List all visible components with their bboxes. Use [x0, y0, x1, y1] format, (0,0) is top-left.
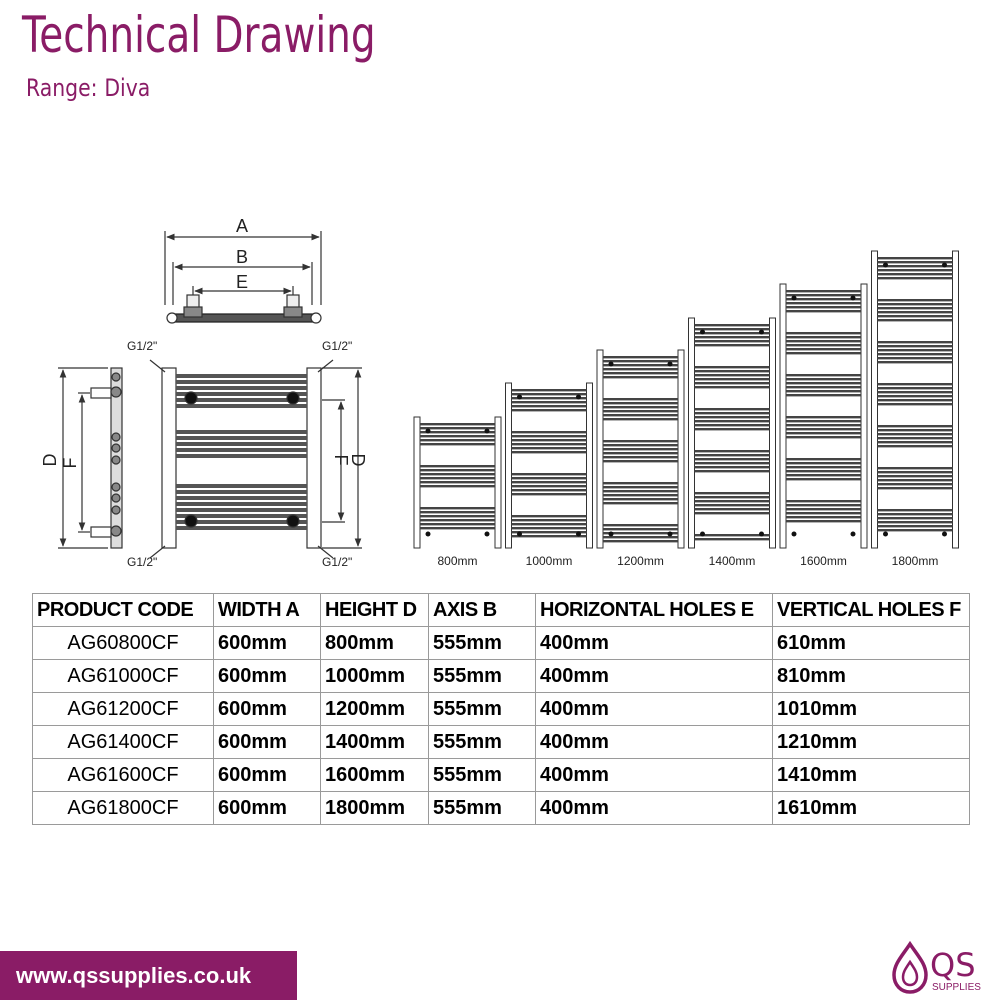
- cell-vertical-holes-f: 1010mm: [772, 692, 970, 726]
- logo-mark: QS: [930, 946, 976, 984]
- header-axis-b: AXIS B: [428, 593, 536, 627]
- technical-diagram: A B E D F: [40, 216, 959, 569]
- radiator-800mm: [413, 416, 502, 549]
- table-row: AG61200CF 600mm 1200mm 555mm 400mm 1010m…: [32, 692, 970, 726]
- top-view: [164, 231, 322, 324]
- cell-product-code: AG61800CF: [32, 791, 214, 825]
- cell-axis-b: 555mm: [428, 692, 536, 726]
- side-label-f: F: [60, 458, 80, 469]
- header-vertical-holes-f: VERTICAL HOLES F: [772, 593, 970, 627]
- front-view: [149, 359, 362, 559]
- table-row: AG61000CF 600mm 1000mm 555mm 400mm 810mm: [32, 659, 970, 693]
- cell-product-code: AG60800CF: [32, 626, 214, 660]
- cell-vertical-holes-f: 810mm: [772, 659, 970, 693]
- side-label-d: D: [40, 454, 60, 467]
- cell-width-a: 600mm: [213, 626, 321, 660]
- table-row: AG61400CF 600mm 1400mm 555mm 400mm 1210m…: [32, 725, 970, 759]
- logo-sub: SUPPLIES: [932, 982, 981, 993]
- radiator-1000mm: [505, 382, 593, 549]
- cell-height-d: 1600mm: [320, 758, 429, 792]
- qs-supplies-logo: QS SUPPLIES: [892, 940, 981, 994]
- radiator-1400mm: [688, 317, 776, 549]
- header-horizontal-holes-e: HORIZONTAL HOLES E: [535, 593, 773, 627]
- cell-horizontal-holes-e: 400mm: [535, 659, 773, 693]
- thread-label-bottom-left: G1/2": [127, 555, 157, 569]
- cell-product-code: AG61600CF: [32, 758, 214, 792]
- cell-axis-b: 555mm: [428, 758, 536, 792]
- cell-width-a: 600mm: [213, 725, 321, 759]
- side-view: [58, 367, 123, 549]
- size-label: 1200mm: [617, 554, 664, 568]
- header-width-a: WIDTH A: [213, 593, 321, 627]
- cell-height-d: 1400mm: [320, 725, 429, 759]
- cell-product-code: AG61400CF: [32, 725, 214, 759]
- table-header-row: PRODUCT CODE WIDTH A HEIGHT D AXIS B HOR…: [32, 593, 970, 627]
- radiator-1600mm: [779, 283, 868, 549]
- range-value: Diva: [104, 74, 151, 102]
- cell-vertical-holes-f: 1610mm: [772, 791, 970, 825]
- label-b: B: [236, 247, 248, 267]
- cell-vertical-holes-f: 1210mm: [772, 725, 970, 759]
- cell-horizontal-holes-e: 400mm: [535, 758, 773, 792]
- table-row: AG60800CF 600mm 800mm 555mm 400mm 610mm: [32, 626, 970, 660]
- cell-height-d: 1000mm: [320, 659, 429, 693]
- header-height-d: HEIGHT D: [320, 593, 429, 627]
- cell-width-a: 600mm: [213, 692, 321, 726]
- cell-height-d: 1800mm: [320, 791, 429, 825]
- table-row: AG61600CF 600mm 1600mm 555mm 400mm 1410m…: [32, 758, 970, 792]
- size-label: 1800mm: [892, 554, 939, 568]
- cell-axis-b: 555mm: [428, 791, 536, 825]
- cell-product-code: AG61200CF: [32, 692, 214, 726]
- size-label: 1400mm: [709, 554, 756, 568]
- label-a: A: [236, 216, 248, 236]
- spec-table: PRODUCT CODE WIDTH A HEIGHT D AXIS B HOR…: [32, 593, 970, 825]
- page-title: Technical Drawing: [22, 6, 376, 64]
- cell-axis-b: 555mm: [428, 626, 536, 660]
- cell-width-a: 600mm: [213, 791, 321, 825]
- cell-product-code: AG61000CF: [32, 659, 214, 693]
- cell-horizontal-holes-e: 400mm: [535, 725, 773, 759]
- range-line: Range:Diva: [26, 74, 150, 102]
- label-e: E: [236, 272, 248, 292]
- cell-horizontal-holes-e: 400mm: [535, 626, 773, 660]
- front-label-d: D: [348, 454, 368, 467]
- cell-axis-b: 555mm: [428, 725, 536, 759]
- cell-height-d: 1200mm: [320, 692, 429, 726]
- range-label: Range:: [26, 74, 98, 102]
- cell-vertical-holes-f: 1410mm: [772, 758, 970, 792]
- radiator-1200mm: [596, 349, 685, 549]
- cell-height-d: 800mm: [320, 626, 429, 660]
- cell-horizontal-holes-e: 400mm: [535, 791, 773, 825]
- table-row: AG61800CF 600mm 1800mm 555mm 400mm 1610m…: [32, 791, 970, 825]
- thread-label-top-right: G1/2": [322, 339, 352, 353]
- thread-label-top-left: G1/2": [127, 339, 157, 353]
- cell-vertical-holes-f: 610mm: [772, 626, 970, 660]
- cell-width-a: 600mm: [213, 758, 321, 792]
- cell-axis-b: 555mm: [428, 659, 536, 693]
- size-range-radiators: [413, 250, 959, 549]
- thread-label-bottom-right: G1/2": [322, 555, 352, 569]
- footer-bar: www.qssupplies.co.uk: [0, 951, 297, 1000]
- header-product-code: PRODUCT CODE: [32, 593, 214, 627]
- front-label-f: F: [331, 455, 351, 466]
- cell-horizontal-holes-e: 400mm: [535, 692, 773, 726]
- radiator-1800mm: [871, 250, 959, 549]
- size-label: 1000mm: [526, 554, 573, 568]
- size-label: 800mm: [437, 554, 477, 568]
- drop-icon: [892, 940, 928, 994]
- cell-width-a: 600mm: [213, 659, 321, 693]
- size-label: 1600mm: [800, 554, 847, 568]
- website-link[interactable]: www.qssupplies.co.uk: [16, 963, 252, 988]
